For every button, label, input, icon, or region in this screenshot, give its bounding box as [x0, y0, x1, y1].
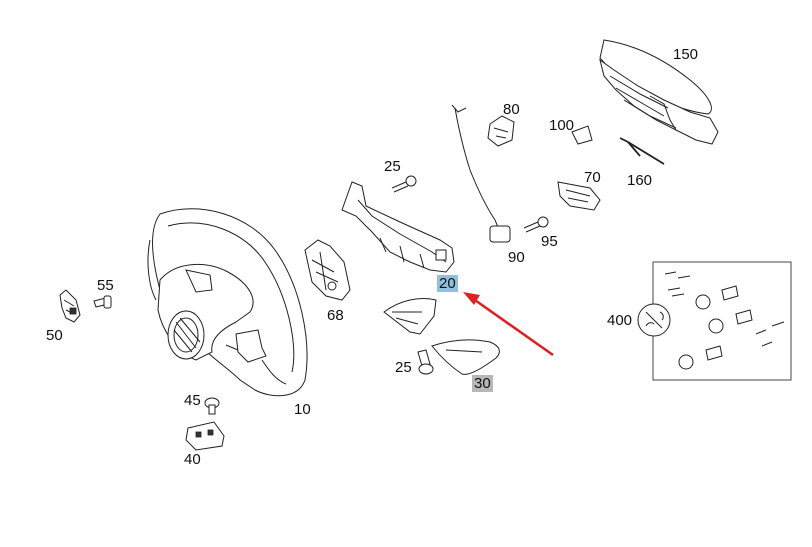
- pointer-arrow: [463, 292, 554, 357]
- part-40-bracket[interactable]: [185, 421, 225, 451]
- label-part-55[interactable]: 55: [97, 277, 114, 294]
- label-part-95[interactable]: 95: [541, 233, 558, 250]
- part-50-clip[interactable]: [59, 289, 81, 323]
- part-95-screw[interactable]: [523, 216, 549, 233]
- part-55-screw[interactable]: [93, 295, 112, 309]
- label-part-160[interactable]: 160: [627, 172, 653, 189]
- label-part-25-upper[interactable]: 25: [384, 158, 401, 175]
- steering-wheel-part[interactable]: [147, 208, 308, 397]
- wrench-icon: [637, 303, 671, 337]
- label-part-80[interactable]: 80: [503, 101, 520, 118]
- label-part-100[interactable]: 100: [549, 117, 575, 134]
- label-part-10[interactable]: 10: [294, 401, 311, 418]
- label-part-70[interactable]: 70: [584, 169, 601, 186]
- label-part-400[interactable]: 400: [607, 312, 633, 329]
- part-100-bolt[interactable]: [571, 125, 593, 145]
- label-part-45[interactable]: 45: [184, 392, 201, 409]
- part-150-airbag[interactable]: [599, 39, 719, 145]
- label-part-30[interactable]: 30: [472, 375, 493, 392]
- label-part-68[interactable]: 68: [327, 307, 344, 324]
- label-part-150[interactable]: 150: [673, 46, 699, 63]
- part-68-switch[interactable]: [304, 239, 351, 301]
- label-part-50[interactable]: 50: [46, 327, 63, 344]
- label-part-25-lower[interactable]: 25: [395, 359, 412, 376]
- kit-400-box[interactable]: [652, 261, 792, 381]
- part-80-clip[interactable]: [487, 115, 515, 147]
- part-20-frame[interactable]: [341, 181, 455, 273]
- part-70-module[interactable]: [557, 181, 601, 211]
- label-part-40[interactable]: 40: [184, 451, 201, 468]
- part-45-screw[interactable]: [204, 397, 220, 415]
- label-part-90[interactable]: 90: [508, 249, 525, 266]
- label-part-20[interactable]: 20: [437, 275, 458, 292]
- part-160-leader: [619, 137, 665, 165]
- part-25-screw-lower[interactable]: [417, 349, 434, 375]
- part-90-cable[interactable]: [451, 104, 511, 243]
- part-30-cover[interactable]: [383, 298, 500, 375]
- part-25-screw-upper[interactable]: [391, 175, 417, 193]
